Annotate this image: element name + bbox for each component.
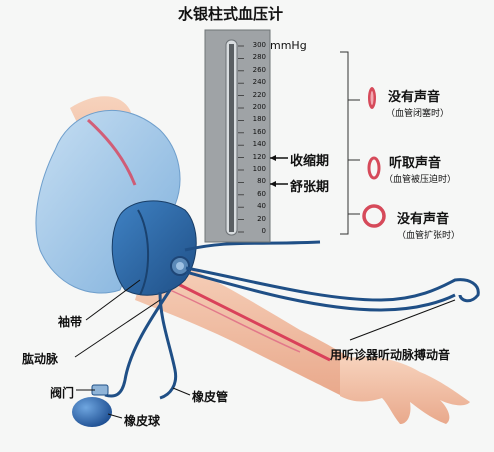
gauge-tick-label: 60 [248,190,266,198]
gauge-tick-label: 300 [248,41,266,49]
stethoscope-label: 用听诊器听动脉搏动音 [330,346,450,363]
diastolic-label: 舒张期 [290,176,329,195]
valve-label: 阀门 [50,384,74,401]
brachial-artery-label: 肱动脉 [22,350,58,367]
gauge-tick-label: 0 [248,227,266,235]
dilated-vessel-icon [364,206,384,226]
gauge-tick-label: 40 [248,202,266,210]
cuff-label: 袖带 [58,313,82,330]
gauge-tick-label: 180 [248,115,266,123]
cuff [112,201,196,295]
gauge-tick-label: 100 [248,165,266,173]
systolic-label: 收缩期 [290,150,329,169]
sound-label-compressed: 听取声音 [389,152,441,171]
gauge-tick-label: 280 [248,53,266,61]
gauge-tick-label: 240 [248,78,266,86]
gauge-tick-label: 20 [248,215,266,223]
sound-label-occluded: 没有声音 [388,86,440,105]
sound-note-dilated: （血管扩张时） [397,228,460,241]
diagram-title: 水银柱式血压计 [178,3,283,24]
compressed-vessel-icon [369,158,379,178]
gauge-tick-label: 80 [248,177,266,185]
gauge-tick-label: 120 [248,153,266,161]
sound-note-occluded: （血管闭塞时） [386,106,449,119]
sound-bracket [340,52,348,234]
bulb-label: 橡皮球 [124,412,160,429]
hand-skin [340,357,470,424]
sound-label-dilated: 没有声音 [397,208,449,227]
gauge-unit: mmHg [270,39,307,52]
tube-label: 橡皮管 [192,388,228,405]
gauge-tick-label: 160 [248,128,266,136]
gauge-tick-label: 200 [248,103,266,111]
sound-note-compressed: （血管被压迫时） [384,172,456,185]
gauge-tick-label: 140 [248,140,266,148]
gauge-tick-label: 220 [248,91,266,99]
rubber-bulb [72,397,112,427]
gauge-tube [185,242,320,250]
mercury-column [229,44,234,232]
gauge-tick-label: 260 [248,66,266,74]
